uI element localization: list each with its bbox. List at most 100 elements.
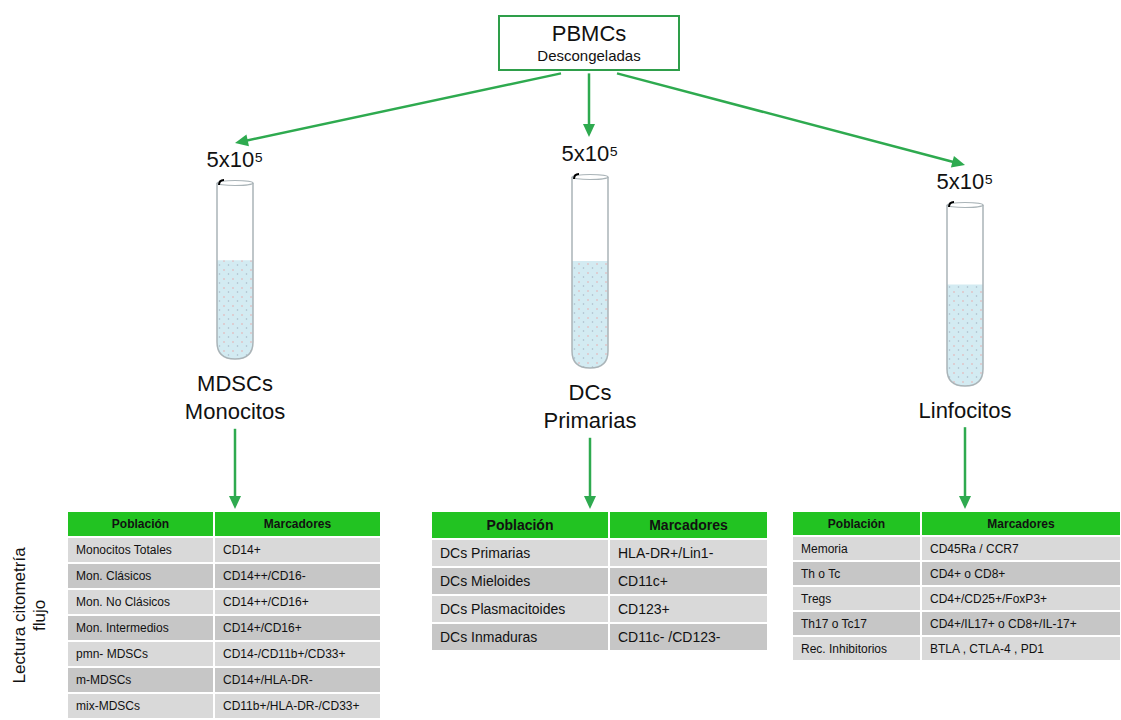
cell-text: CD14+/CD16+ <box>223 621 302 635</box>
cell-text: CD14+ <box>223 543 261 557</box>
table-cell: CD123+ <box>610 596 767 622</box>
cell-count: 5x10⁵ <box>165 146 305 175</box>
arrow-head <box>951 156 965 168</box>
flow-arrow <box>229 429 241 509</box>
node-subtitle: Descongeladas <box>510 47 668 65</box>
flow-arrow <box>617 73 965 167</box>
test-tube <box>568 171 612 371</box>
table-cell: m-MDSCs <box>68 668 213 692</box>
cell-text: CD14++/CD16- <box>223 569 306 583</box>
table-header: Población <box>68 512 213 536</box>
marker-table: PoblaciónMarcadoresMonocitos TotalesCD14… <box>68 512 380 718</box>
table-cell: Rec. Inhibitorios <box>793 637 920 660</box>
cell-count: 5x10⁵ <box>895 168 1035 197</box>
cell-text: pmn- MDSCs <box>76 647 148 661</box>
cell-text: DCs Inmaduras <box>440 629 537 645</box>
arrow-head <box>584 496 596 509</box>
cell-text: CD11b+/HLA-DR-/CD33+ <box>223 699 360 713</box>
table-cell: mix-MDSCs <box>68 694 213 718</box>
cell-text: Memoria <box>801 542 848 556</box>
arrow-head <box>235 134 249 146</box>
cell-text: Rec. Inhibitorios <box>801 642 887 656</box>
marker-table: Población MarcadoresDCs Primarias HLA-DR+/… <box>432 512 767 650</box>
cell-text: CD11c+ <box>618 573 668 589</box>
tube-label: DCs Primarias <box>520 379 660 436</box>
cell-text: mix-MDSCs <box>76 699 140 713</box>
cell-text: DCs Mieloides <box>440 573 530 589</box>
table-cell: DCs Mieloides <box>432 568 608 594</box>
table-cell: CD45Ra / CCR7 <box>922 537 1120 560</box>
cell-text: Mon. Clásicos <box>76 569 151 583</box>
cell-text: Th17 o Tc17 <box>801 617 867 631</box>
process-box: PBMCsDescongeladas <box>498 15 680 71</box>
cell-text: CD4+ o CD8+ <box>930 567 1005 581</box>
flow-arrow <box>959 427 971 509</box>
table-cell: CD14+/HLA-DR- <box>215 668 380 692</box>
cell-text: CD4+/CD25+/FoxP3+ <box>930 592 1047 606</box>
table-cell: pmn- MDSCs <box>68 642 213 666</box>
cell-text: CD4+/IL17+ o CD8+/IL-17+ <box>930 617 1077 631</box>
table-cell: CD11c- /CD123- <box>610 624 767 650</box>
node-title: PBMCs <box>510 21 668 47</box>
table-cell: DCs Inmaduras <box>432 624 608 650</box>
arrow-line <box>245 73 561 141</box>
arrow-line <box>234 429 237 499</box>
sample-tube: 5x10⁵ DCs Primarias <box>520 140 660 436</box>
table-header: Marcadores <box>610 512 767 538</box>
table-cell: CD14++/CD16+ <box>215 590 380 614</box>
cell-text: HLA-DR+/Lin1- <box>618 545 713 561</box>
arrow-line <box>964 427 967 499</box>
cell-text: BTLA , CTLA-4 , PD1 <box>930 642 1044 656</box>
marker-table: Población MarcadoresMemoria CD45Ra / CCR7T… <box>793 512 1120 660</box>
cell-text: Th o Tc <box>801 567 840 581</box>
tube-label: MDSCs Monocitos <box>165 370 305 427</box>
cell-text: CD14++/CD16+ <box>223 595 309 609</box>
arrow-head <box>583 124 595 137</box>
cell-text: CD14-/CD11b+/CD33+ <box>223 647 346 661</box>
table-header: Marcadores <box>922 512 1120 535</box>
cell-text: Tregs <box>801 592 831 606</box>
table-cell: Mon. Clásicos <box>68 564 213 588</box>
table-header: Población <box>432 512 608 538</box>
table-cell: Mon. Intermedios <box>68 616 213 640</box>
sample-tube: 5x10⁵ MDSCs Monocitos <box>165 146 305 427</box>
arrow-head <box>959 496 971 509</box>
flow-arrow <box>235 73 561 146</box>
header-text: Marcadores <box>987 517 1054 531</box>
table-cell: Monocitos Totales <box>68 538 213 562</box>
axis-label: Lectura citometría flujo <box>10 545 51 685</box>
header-text: Población <box>828 517 885 531</box>
table-cell: Th17 o Tc17 <box>793 612 920 635</box>
test-tube <box>213 177 257 362</box>
cell-text: DCs Plasmacitoides <box>440 601 565 617</box>
flow-arrow <box>583 73 595 137</box>
header-text: Marcadores <box>649 517 728 533</box>
header-text: Población <box>112 517 169 531</box>
table-cell: CD14-/CD11b+/CD33+ <box>215 642 380 666</box>
header-text: Marcadores <box>264 517 331 531</box>
table-cell: Th o Tc <box>793 562 920 585</box>
table-cell: Mon. No Clásicos <box>68 590 213 614</box>
cell-text: Monocitos Totales <box>76 543 172 557</box>
arrow-line <box>589 438 592 499</box>
table-cell: HLA-DR+/Lin1- <box>610 540 767 566</box>
table-header: Marcadores <box>215 512 380 536</box>
flow-arrow <box>584 438 596 509</box>
table-cell: DCs Primarias <box>432 540 608 566</box>
table-cell: CD4+/CD25+/FoxP3+ <box>922 587 1120 610</box>
test-tube <box>943 199 987 389</box>
tube-label: Linfocitos <box>895 397 1035 426</box>
cell-text: Mon. No Clásicos <box>76 595 170 609</box>
cell-count: 5x10⁵ <box>520 140 660 169</box>
table-cell: CD11b+/HLA-DR-/CD33+ <box>215 694 380 718</box>
arrow-line <box>617 73 955 162</box>
cell-text: CD45Ra / CCR7 <box>930 542 1019 556</box>
cell-text: m-MDSCs <box>76 673 131 687</box>
cell-text: CD123+ <box>618 601 670 617</box>
table-cell: CD14+ <box>215 538 380 562</box>
table-cell: CD14++/CD16- <box>215 564 380 588</box>
sample-tube: 5x10⁵ Linfocitos <box>895 168 1035 425</box>
arrow-head <box>229 496 241 509</box>
table-cell: CD4+/IL17+ o CD8+/IL-17+ <box>922 612 1120 635</box>
cell-text: CD14+/HLA-DR- <box>223 673 313 687</box>
